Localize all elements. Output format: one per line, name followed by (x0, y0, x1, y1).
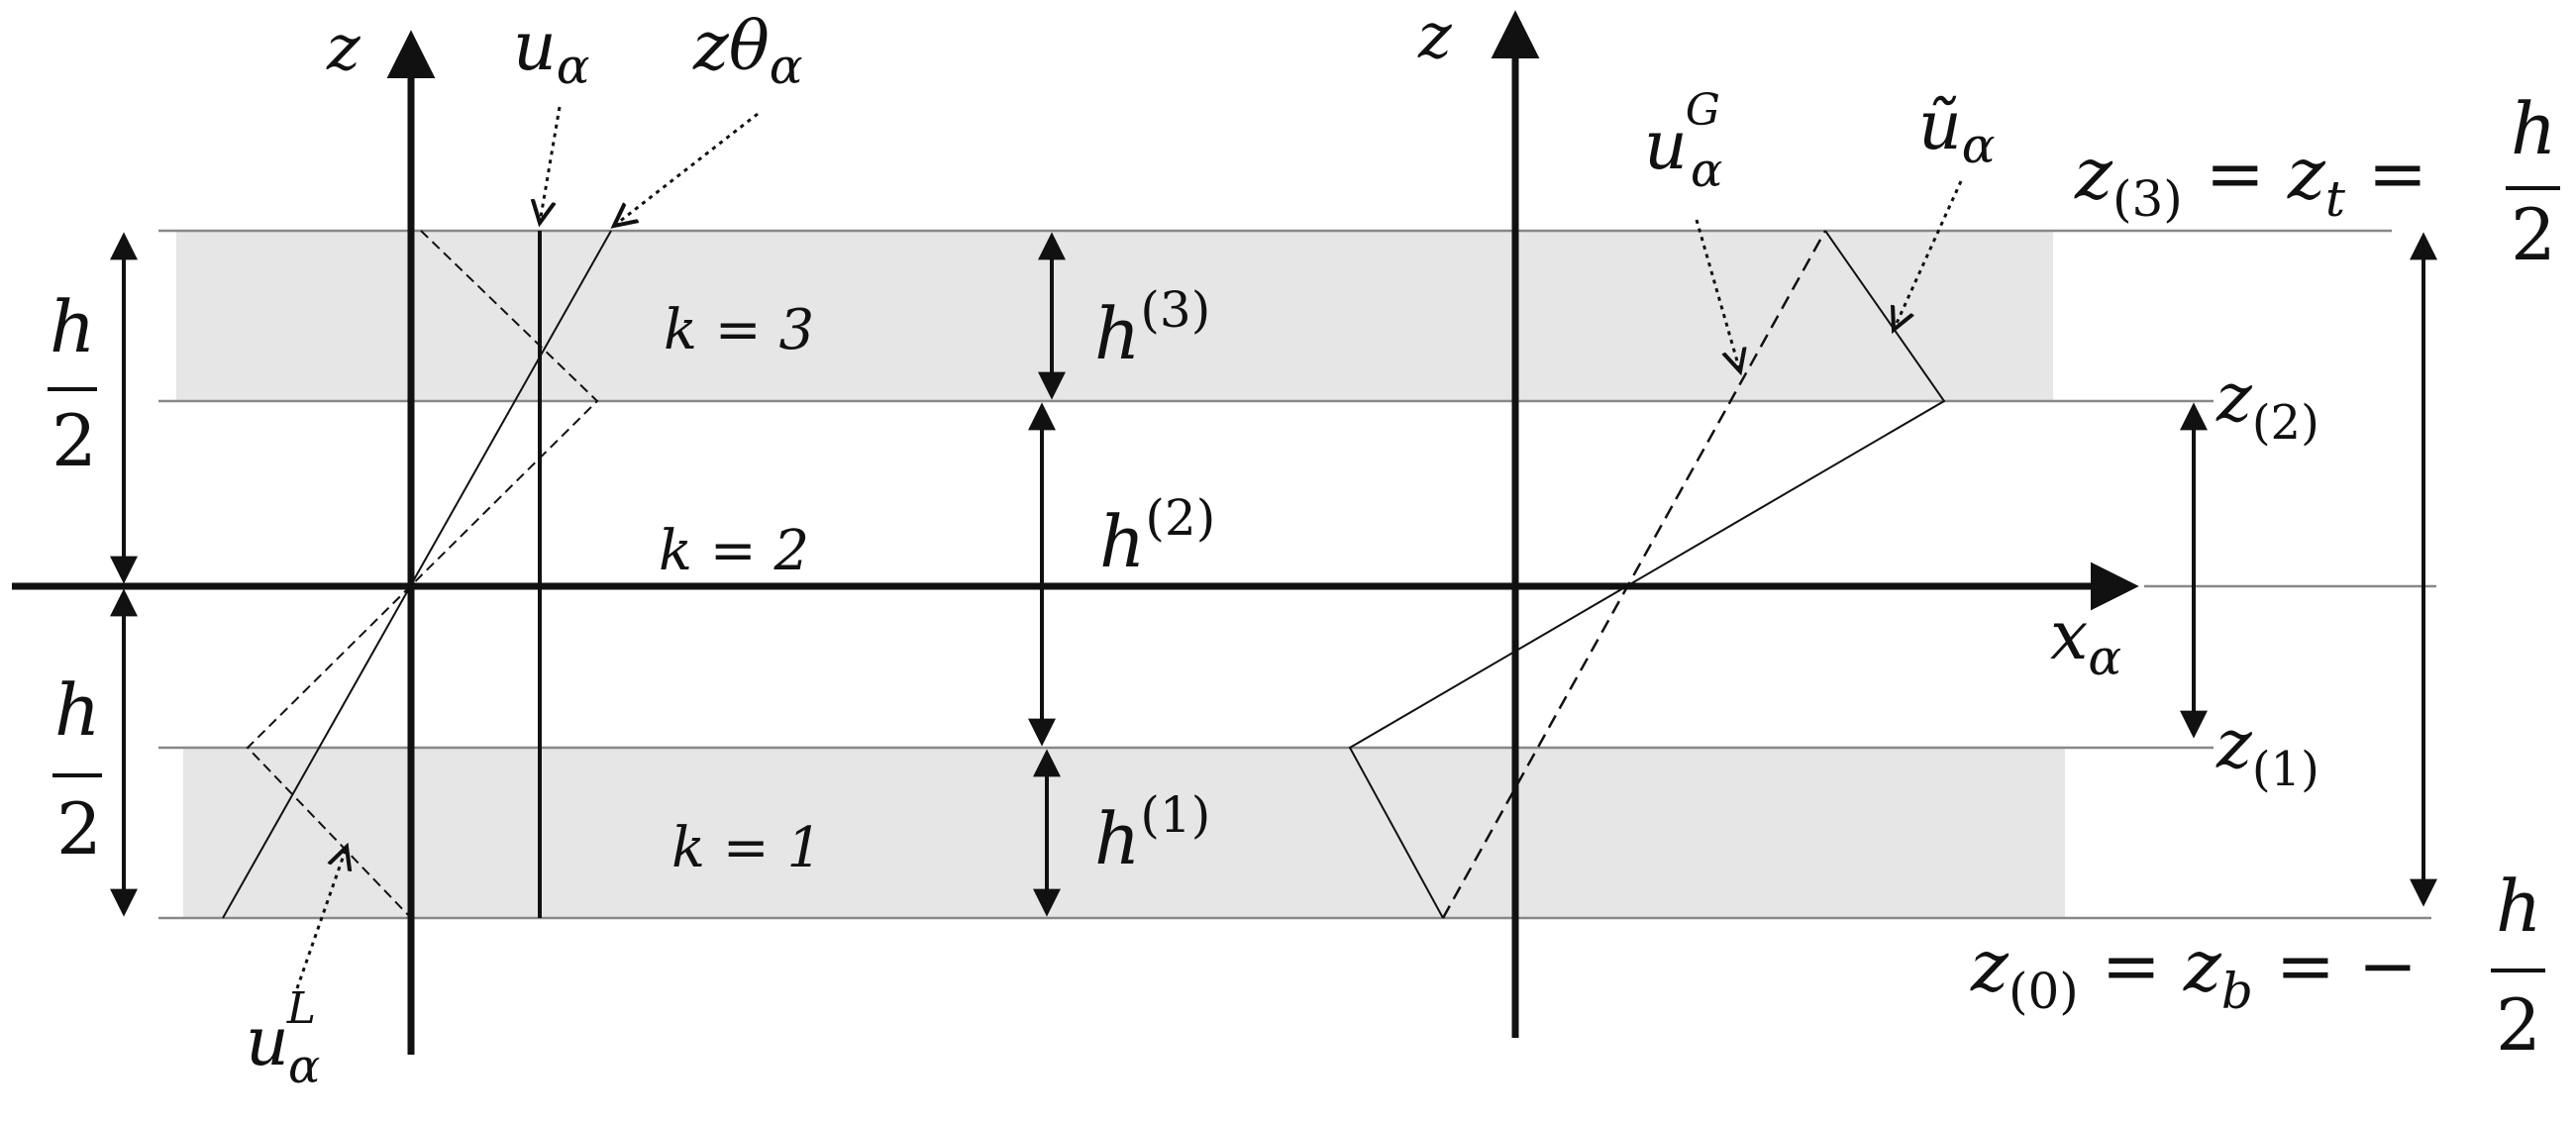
z0-numerator: h (2496, 865, 2541, 948)
z2-label: z(2) (2215, 359, 2319, 451)
u-tilde-zigzag (1348, 230, 1946, 919)
z0-label: z(0) = zb = − (1970, 924, 2418, 1020)
h2-label: h(2) (1099, 489, 1215, 583)
z-axis-right-label: z (1417, 0, 1453, 73)
z3-label: z(3) = zt = (2074, 132, 2427, 228)
z-theta-label: zθα (692, 8, 803, 95)
z1-label: z(1) (2215, 706, 2319, 797)
u-alpha-pointer (540, 106, 562, 223)
z-theta-line (222, 230, 612, 919)
z0-denominator: 2 (2496, 983, 2541, 1067)
u-tilde-pointer (1894, 180, 1963, 330)
z3-numerator: h (2511, 87, 2556, 170)
h3-label: h(3) (1094, 281, 1210, 375)
u-L-pointer (295, 847, 347, 989)
half-h-top-denominator: 2 (52, 399, 97, 482)
half-h-top-numerator: h (50, 285, 95, 368)
z-theta-pointer (614, 112, 759, 226)
u-tilde-label: ũα (1918, 87, 1996, 174)
z3-denominator: 2 (2511, 193, 2556, 276)
half-h-bottom-numerator: h (54, 668, 100, 752)
layer-1-label: k = 1 (671, 816, 822, 880)
u-G-line (1441, 230, 1827, 919)
u-L-zigzag (246, 230, 599, 919)
x-alpha-label: xα (2050, 597, 2121, 686)
layer-2-label: k = 2 (659, 519, 809, 583)
z-axis-left-label: z (326, 12, 361, 85)
h1-label: h(1) (1094, 786, 1210, 880)
u-alpha-label: uα (513, 8, 590, 95)
layer-1-shade (183, 748, 2065, 918)
layer-3-label: k = 3 (664, 298, 814, 362)
half-h-bottom-denominator: 2 (56, 787, 102, 870)
